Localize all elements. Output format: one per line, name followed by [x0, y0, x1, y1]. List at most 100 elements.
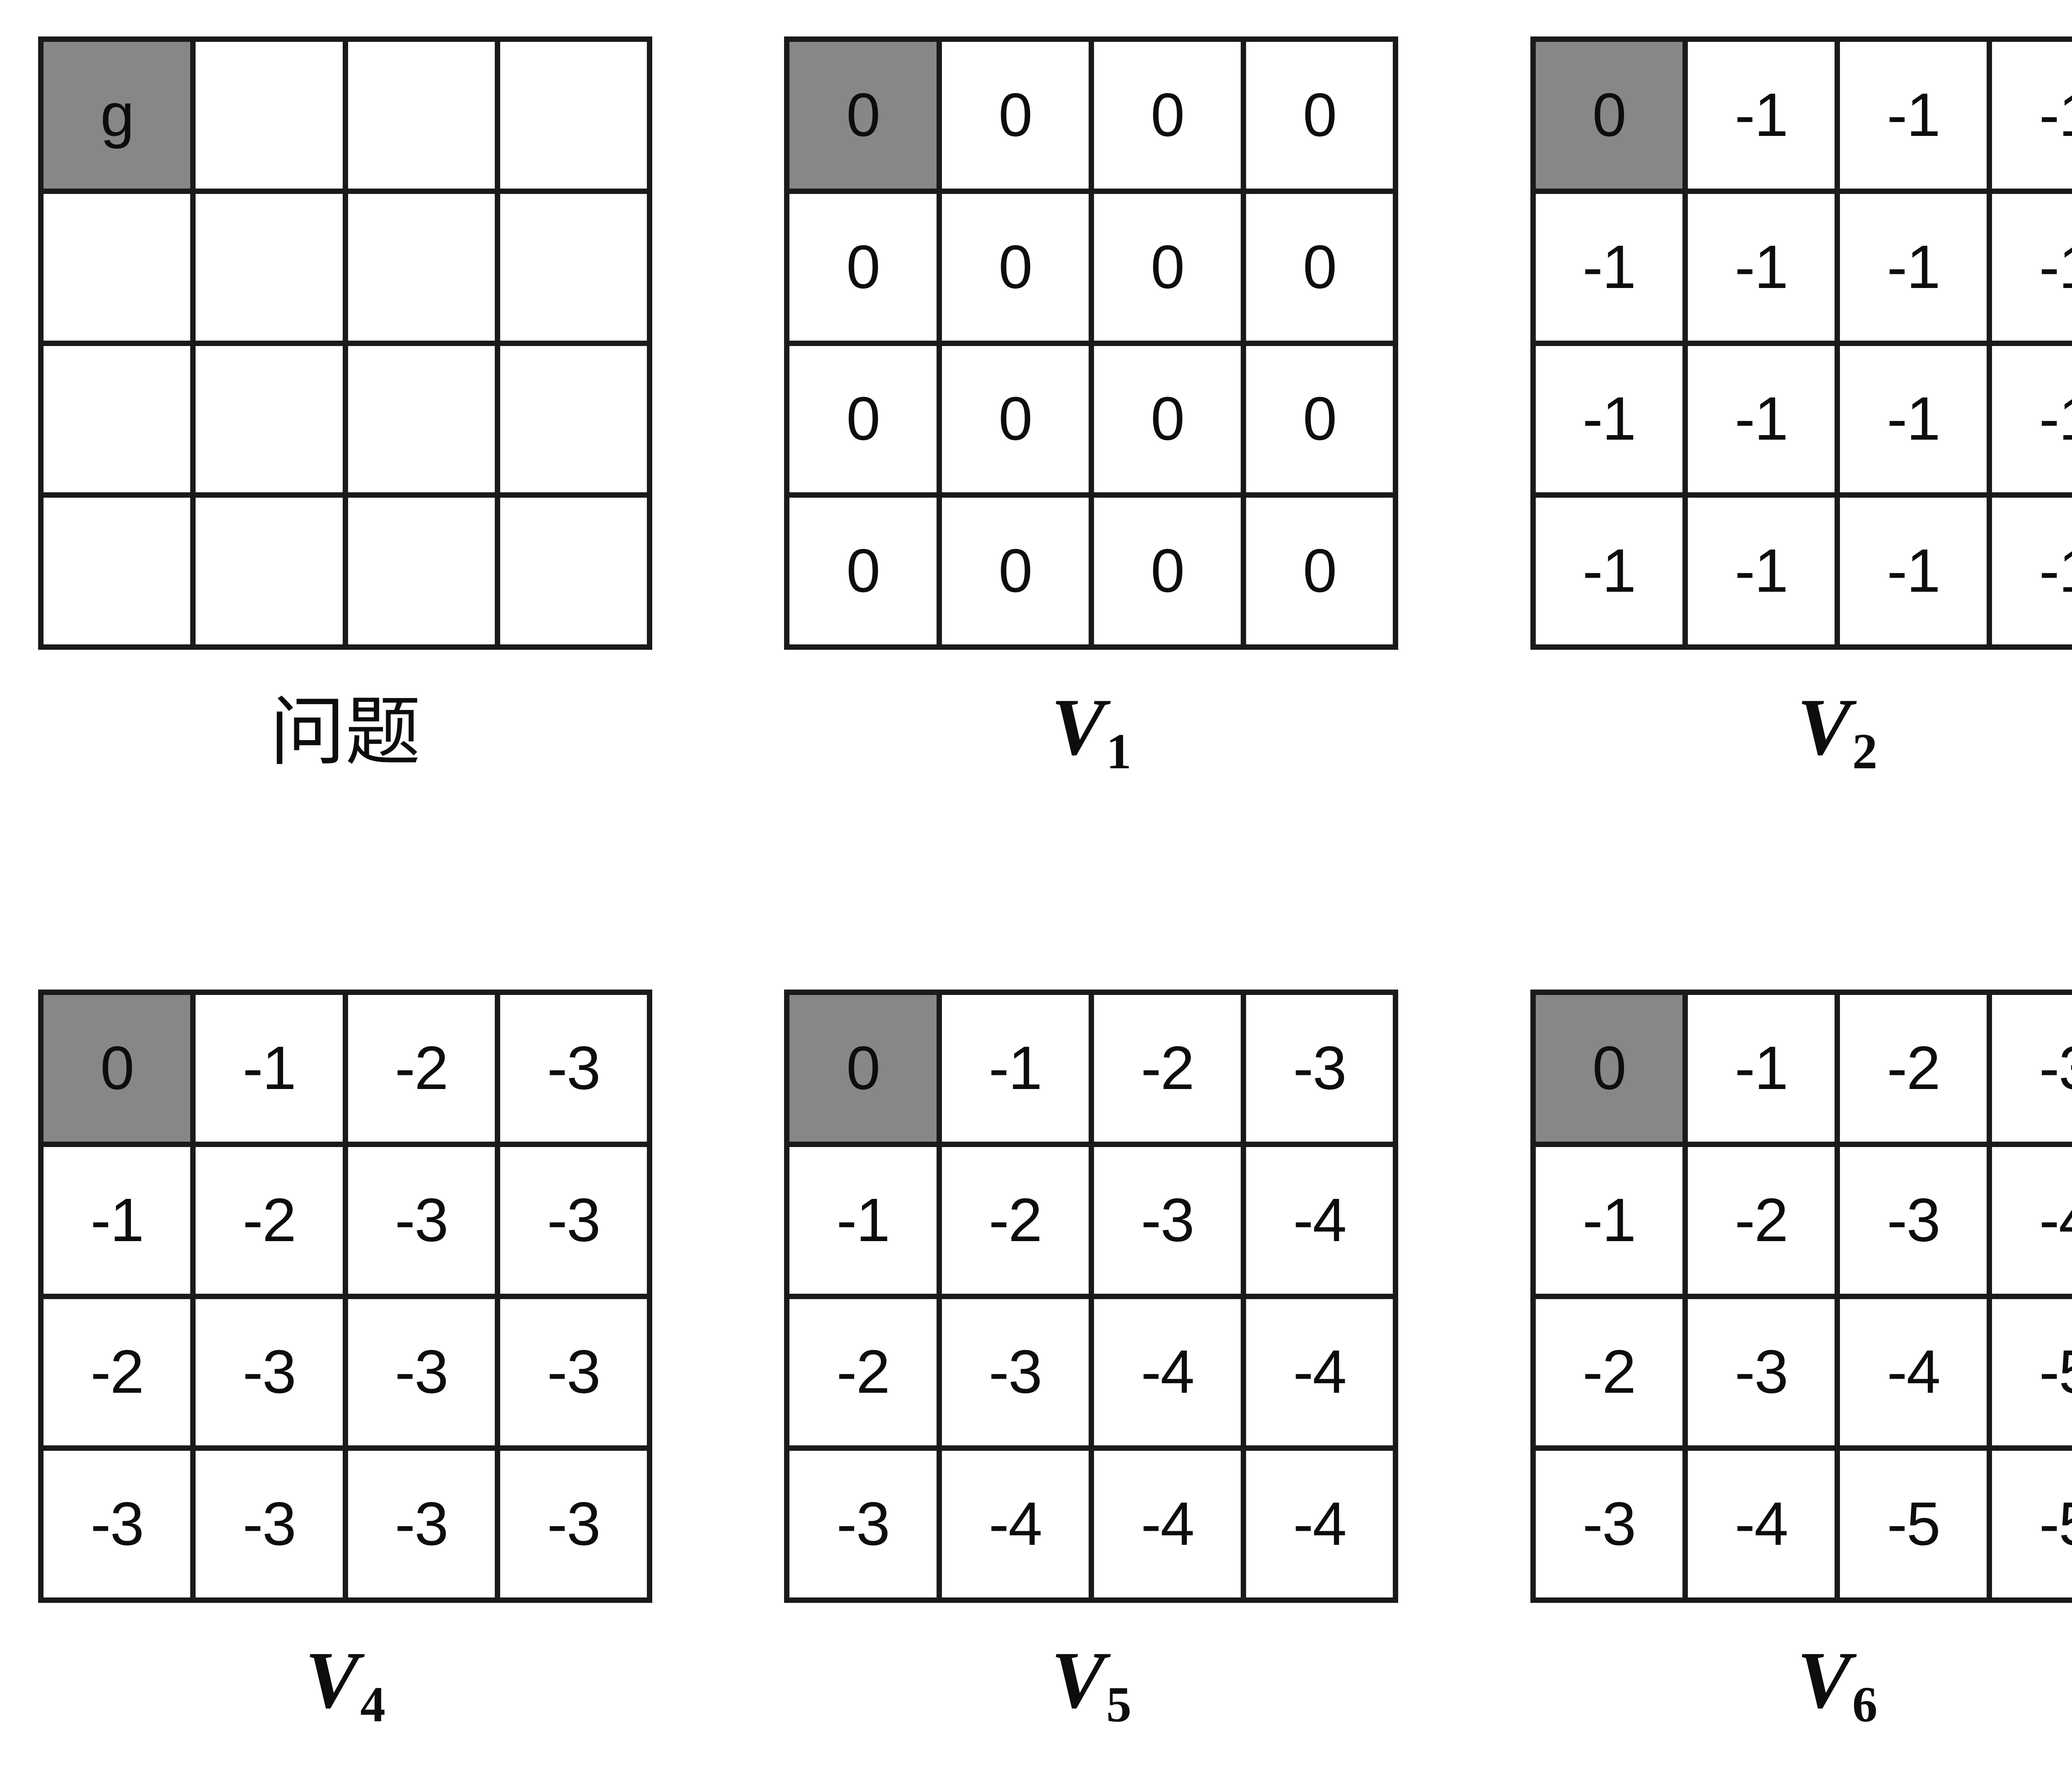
grid-cell-problem-r0-c1	[196, 42, 348, 194]
grid-cell-v6-r0-c1: -1	[1687, 995, 1840, 1147]
grid-cell-v2-r0-c3: -1	[1992, 42, 2072, 194]
grid-cell-v2-r1-c2: -1	[1840, 194, 1992, 346]
grid-cell-v2-r3-c3: -1	[1992, 498, 2072, 650]
panel-caption-v1: V1	[784, 670, 1398, 794]
grid-cell-v1-r3-c2: 0	[1094, 498, 1246, 650]
value-grid-v2: 0-1-1-1-1-1-1-1-1-1-1-1-1-1-1-1	[1530, 36, 2072, 650]
grid-cell-v1-r3-c1: 0	[942, 498, 1094, 650]
grid-cell-v5-r1-c3: -4	[1246, 1147, 1399, 1299]
panel-v6: 0-1-2-3-1-2-3-4-2-3-4-5-3-4-5-5V6	[1492, 990, 2072, 1747]
caption-subscript-v6: 6	[1852, 1677, 1878, 1733]
grid-cell-v5-r1-c0: -1	[789, 1147, 942, 1299]
value-grid-v4: 0-1-2-3-1-2-3-3-2-3-3-3-3-3-3-3	[38, 990, 652, 1603]
grid-cell-problem-r2-c3	[500, 346, 652, 498]
caption-subscript-v5: 5	[1106, 1677, 1132, 1733]
grid-cell-v1-r0-c1: 0	[942, 42, 1094, 194]
grid-cell-v2-r2-c3: -1	[1992, 346, 2072, 498]
grid-cell-v6-r1-c3: -4	[1992, 1147, 2072, 1299]
caption-text-v2: V2	[1797, 686, 1878, 779]
grid-cell-v4-r2-c1: -3	[196, 1299, 348, 1451]
grid-cell-v4-r3-c0: -3	[44, 1451, 196, 1603]
panel-caption-v4: V4	[38, 1623, 652, 1747]
grid-cell-v1-r1-c1: 0	[942, 194, 1094, 346]
grid-cell-v1-r3-c3: 0	[1246, 498, 1399, 650]
grid-cell-v4-r0-c0: 0	[44, 995, 196, 1147]
grid-cell-v5-r0-c1: -1	[942, 995, 1094, 1147]
grid-cell-v2-r2-c1: -1	[1687, 346, 1840, 498]
panel-caption-problem: 问题	[38, 670, 652, 794]
grid-cell-v1-r2-c1: 0	[942, 346, 1094, 498]
grid-cell-v6-r1-c1: -2	[1687, 1147, 1840, 1299]
caption-text-v4: V4	[305, 1639, 385, 1730]
grid-cell-v2-r3-c1: -1	[1687, 498, 1840, 650]
grid-cell-v4-r1-c2: -3	[348, 1147, 500, 1299]
grid-cell-problem-r1-c2	[348, 194, 500, 346]
caption-text-v5: V5	[1051, 1639, 1132, 1733]
grid-cell-problem-r0-c2	[348, 42, 500, 194]
caption-base-v2: V	[1797, 682, 1852, 772]
grid-cell-v5-r3-c0: -3	[789, 1451, 942, 1603]
grid-cell-v2-r1-c0: -1	[1535, 194, 1688, 346]
grid-cell-v2-r0-c1: -1	[1687, 42, 1840, 194]
caption-base-v4: V	[305, 1635, 359, 1725]
grid-cell-problem-r0-c3	[500, 42, 652, 194]
grid-cell-v6-r2-c3: -5	[1992, 1299, 2072, 1451]
panel-caption-v2: V2	[1530, 670, 2072, 794]
caption-text-problem: 问题	[270, 688, 421, 776]
grid-cell-problem-r1-c3	[500, 194, 652, 346]
caption-subscript-v2: 2	[1852, 724, 1878, 779]
caption-subscript-v1: 1	[1106, 724, 1132, 779]
caption-text-v6: V6	[1797, 1639, 1878, 1733]
grid-cell-v6-r3-c0: -3	[1535, 1451, 1688, 1603]
grid-cell-v5-r0-c0: 0	[789, 995, 942, 1147]
grid-cell-v5-r1-c1: -2	[942, 1147, 1094, 1299]
grid-cell-v5-r2-c2: -4	[1094, 1299, 1246, 1451]
panel-row-top: g问题0000000000000000V10-1-1-1-1-1-1-1-1-1…	[0, 36, 2072, 794]
grid-cell-v4-r1-c1: -2	[196, 1147, 348, 1299]
grid-cell-v4-r3-c2: -3	[348, 1451, 500, 1603]
grid-cell-v6-r2-c1: -3	[1687, 1299, 1840, 1451]
grid-cell-v2-r0-c2: -1	[1840, 42, 1992, 194]
grid-cell-v4-r1-c3: -3	[500, 1147, 652, 1299]
value-grid-v5: 0-1-2-3-1-2-3-4-2-3-4-4-3-4-4-4	[784, 990, 1399, 1603]
caption-base-v1: V	[1051, 682, 1106, 772]
panel-caption-v6: V6	[1530, 1623, 2072, 1747]
grid-cell-v1-r1-c0: 0	[789, 194, 942, 346]
grid-cell-v2-r3-c2: -1	[1840, 498, 1992, 650]
grid-cell-v5-r2-c1: -3	[942, 1299, 1094, 1451]
grid-cell-problem-r1-c0	[44, 194, 196, 346]
grid-cell-v4-r2-c0: -2	[44, 1299, 196, 1451]
grid-cell-v5-r2-c0: -2	[789, 1299, 942, 1451]
caption-text-v1: V1	[1051, 686, 1132, 779]
value-grid-problem: g	[38, 36, 652, 650]
grid-cell-v2-r3-c0: -1	[1535, 498, 1688, 650]
grid-cell-v4-r0-c2: -2	[348, 995, 500, 1147]
grid-cell-v6-r0-c3: -3	[1992, 995, 2072, 1147]
grid-cell-v4-r0-c3: -3	[500, 995, 652, 1147]
panel-v2: 0-1-1-1-1-1-1-1-1-1-1-1-1-1-1-1V2	[1492, 36, 2072, 794]
grid-cell-v6-r2-c0: -2	[1535, 1299, 1688, 1451]
grid-cell-problem-r2-c2	[348, 346, 500, 498]
grid-cell-v4-r3-c1: -3	[196, 1451, 348, 1603]
grid-cell-v1-r2-c3: 0	[1246, 346, 1399, 498]
grid-cell-v1-r2-c2: 0	[1094, 346, 1246, 498]
grid-cell-v1-r2-c0: 0	[789, 346, 942, 498]
grid-cell-v6-r0-c2: -2	[1840, 995, 1992, 1147]
grid-cell-v2-r0-c0: 0	[1535, 42, 1688, 194]
grid-cell-v6-r1-c2: -3	[1840, 1147, 1992, 1299]
grid-cell-problem-r3-c1	[196, 498, 348, 650]
grid-cell-v4-r3-c3: -3	[500, 1451, 652, 1603]
grid-cell-problem-r1-c1	[196, 194, 348, 346]
grid-cell-v5-r3-c1: -4	[942, 1451, 1094, 1603]
grid-cell-v4-r2-c2: -3	[348, 1299, 500, 1451]
caption-base-v6: V	[1797, 1635, 1852, 1725]
grid-cell-v5-r2-c3: -4	[1246, 1299, 1399, 1451]
grid-cell-v1-r0-c3: 0	[1246, 42, 1399, 194]
grid-cell-problem-r2-c1	[196, 346, 348, 498]
